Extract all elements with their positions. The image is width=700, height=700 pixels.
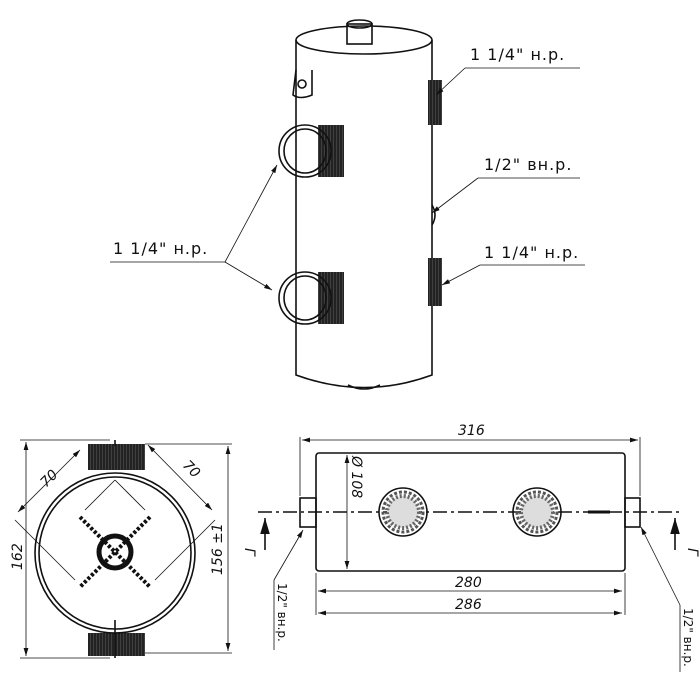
left-port-lower xyxy=(278,271,344,325)
label-left-ports: 1 1/4" н.р. xyxy=(113,239,208,258)
label-half-inch-port: 1/2" вн.р. xyxy=(484,155,572,174)
right-port-lower xyxy=(428,258,442,306)
left-port-upper xyxy=(278,124,344,178)
isometric-view: 1 1/4" н.р. 1/2" вн.р. 1 1/4" н.р. 1 1/4… xyxy=(110,19,585,390)
end-view: 70 70 162 156 ±1 xyxy=(10,439,232,659)
label-outlet-left: 1/2" вн.р. xyxy=(275,583,289,642)
side-view: 316 Ø 108 280 286 Г Г 1/2" вн.р. 1/2" вн… xyxy=(241,423,700,672)
bottom-thread xyxy=(88,633,145,656)
dim-70-right: 70 xyxy=(179,458,203,482)
dim-diameter-108: Ø 108 xyxy=(348,455,364,498)
top-thread xyxy=(88,444,145,470)
label-outlet-right: 1/2" вн.р. xyxy=(681,608,695,667)
right-port-upper xyxy=(428,80,442,125)
dim-286: 286 xyxy=(455,597,482,613)
port-right xyxy=(512,487,562,537)
dim-162: 162 xyxy=(10,543,26,570)
section-mark-left: Г xyxy=(241,548,257,557)
bottom-nipple xyxy=(347,384,381,390)
cylinder-body xyxy=(295,40,433,389)
dim-156: 156 ±1 xyxy=(210,523,226,575)
cylinder-top xyxy=(295,25,433,55)
label-inlet-lower: 1 1/4" н.р. xyxy=(484,243,579,262)
port-left xyxy=(378,487,428,537)
top-nipple xyxy=(346,23,373,45)
label-inlet-upper: 1 1/4" н.р. xyxy=(470,45,565,64)
dim-70-left: 70 xyxy=(38,467,62,491)
dim-280: 280 xyxy=(455,575,482,591)
mounting-lug xyxy=(292,69,313,99)
section-mark-right: Г xyxy=(684,548,700,557)
dim-316: 316 xyxy=(458,423,485,439)
